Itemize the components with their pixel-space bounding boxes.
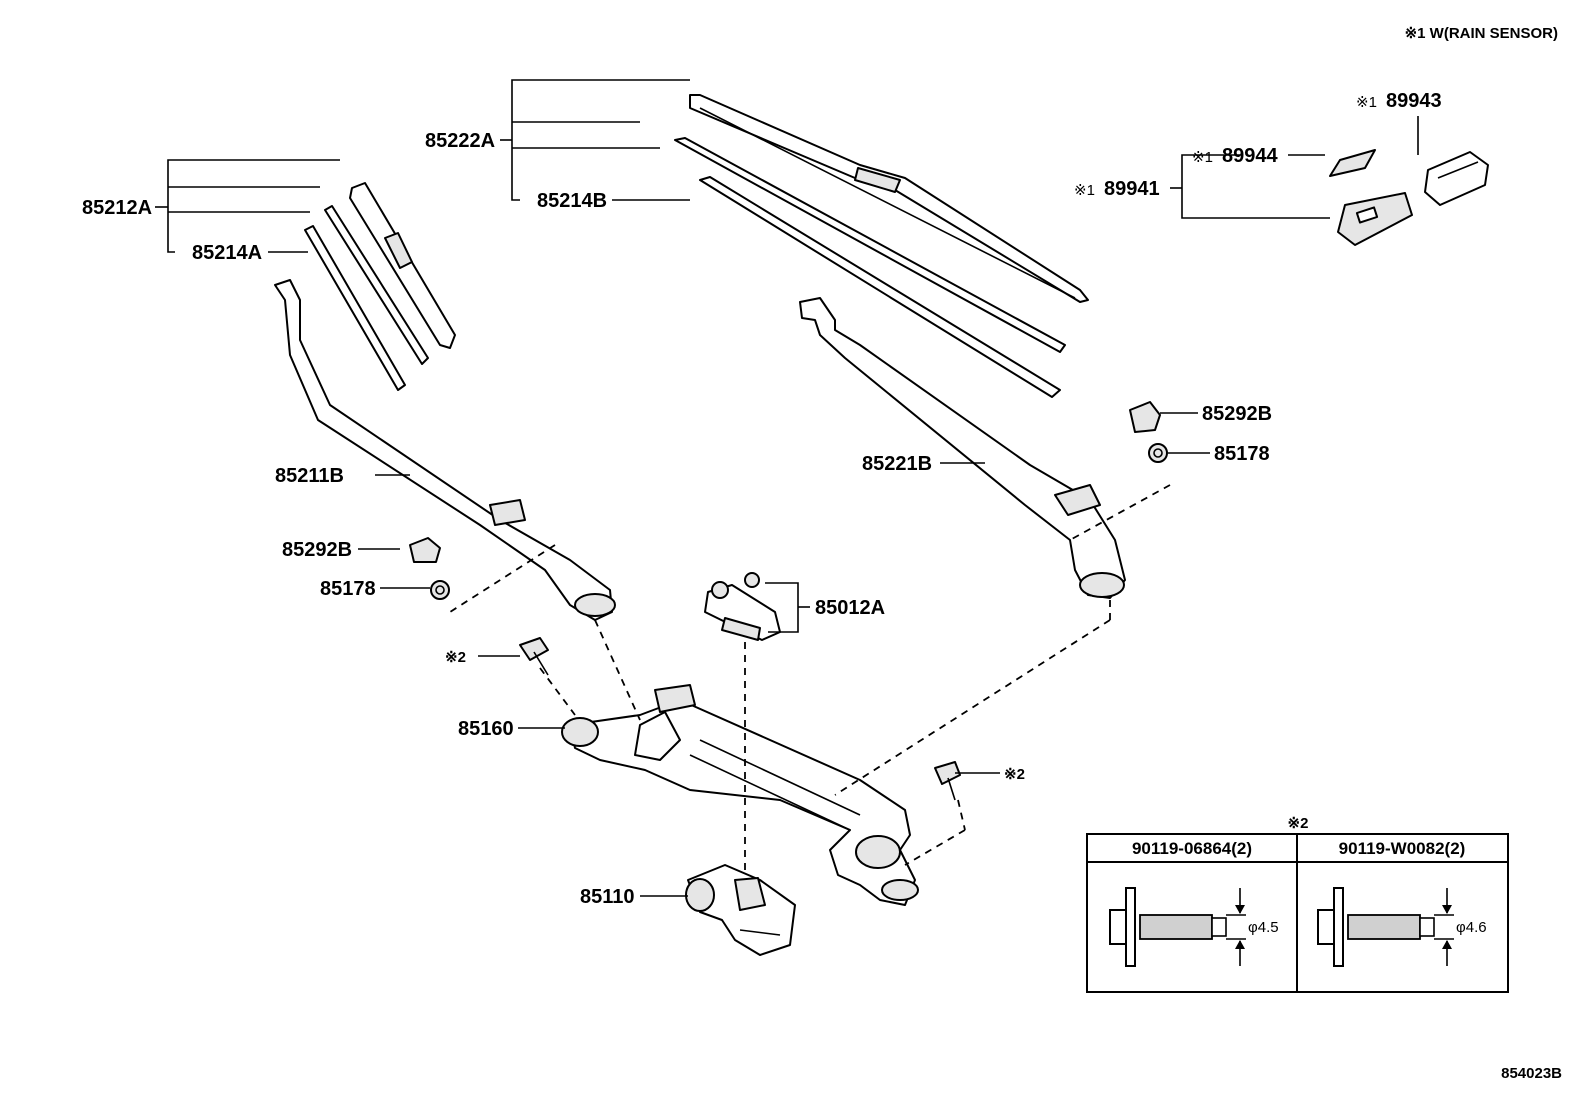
right-wiper-blade[interactable]: [689, 94, 1089, 303]
left-wiper-arm[interactable]: [274, 279, 616, 621]
bolt-right[interactable]: [934, 761, 961, 801]
left-wiper-blade[interactable]: [349, 182, 456, 349]
label-85012A: 85012A: [815, 597, 885, 619]
left-blade-insert-85214A[interactable]: [304, 225, 406, 391]
left-cap-85292B[interactable]: [409, 537, 441, 563]
label-85292B-right: 85292B: [1202, 403, 1272, 425]
label-85110: 85110: [580, 886, 635, 908]
right-cap-85292B[interactable]: [1129, 401, 1161, 433]
label-85178-left: 85178: [320, 578, 376, 600]
bolt-table-col2-part: 90119-W0082(2): [1339, 839, 1466, 858]
bolt-table: ※2 90119-06864(2) 90119-W0082(2) φ4.5: [1086, 815, 1509, 993]
assembly-guide-lines: [449, 484, 1171, 870]
label-85214B: 85214B: [537, 190, 607, 212]
label-85221B: 85221B: [862, 453, 932, 475]
label-85292B-left: 85292B: [282, 539, 352, 561]
right-blade-insert-85214B[interactable]: [699, 176, 1061, 398]
label-bolt-right: ※2: [1004, 766, 1025, 783]
bolt-table-col1-part: 90119-06864(2): [1132, 839, 1252, 858]
label-85160: 85160: [458, 718, 514, 740]
mark-89944: ※1: [1192, 149, 1213, 166]
rain-sensor-cover-89943[interactable]: [1424, 151, 1489, 206]
bolt-left[interactable]: [519, 637, 549, 676]
rain-sensor-note: ※1 W(RAIN SENSOR): [1405, 25, 1558, 42]
bolt-table-col2-diameter: φ4.6: [1456, 919, 1487, 936]
left-nut-85178[interactable]: [430, 580, 450, 600]
label-89944: 89944: [1222, 145, 1278, 167]
rain-sensor-gel-89944[interactable]: [1329, 149, 1376, 177]
right-wiper-arm[interactable]: [799, 297, 1126, 599]
right-nut-85178[interactable]: [1148, 443, 1168, 463]
label-85222A: 85222A: [425, 130, 495, 152]
leader-lines: [155, 79, 1419, 897]
wiper-link-assembly[interactable]: [561, 684, 919, 906]
label-89941: 89941: [1104, 178, 1160, 200]
diagram-code: 854023B: [1501, 1065, 1562, 1082]
wiper-motor[interactable]: [685, 864, 796, 956]
label-89943: 89943: [1386, 90, 1442, 112]
bolt-drawing-1: [1109, 887, 1246, 967]
link-rod-85012A[interactable]: [704, 572, 781, 641]
mark-89943: ※1: [1356, 94, 1377, 111]
left-blade-rubber[interactable]: [324, 205, 429, 365]
bolt-drawing-2: [1317, 887, 1454, 967]
label-85211B: 85211B: [275, 465, 344, 487]
label-85212A: 85212A: [82, 197, 152, 219]
bolt-table-col1-diameter: φ4.5: [1248, 919, 1279, 936]
label-85214A: 85214A: [192, 242, 262, 264]
label-bolt-left: ※2: [445, 649, 466, 666]
mark-89941: ※1: [1074, 182, 1095, 199]
right-blade-rubber[interactable]: [674, 137, 1066, 353]
bolt-table-title: ※2: [1288, 815, 1309, 832]
label-85178-right: 85178: [1214, 443, 1270, 465]
rain-sensor-89941[interactable]: [1337, 192, 1413, 246]
